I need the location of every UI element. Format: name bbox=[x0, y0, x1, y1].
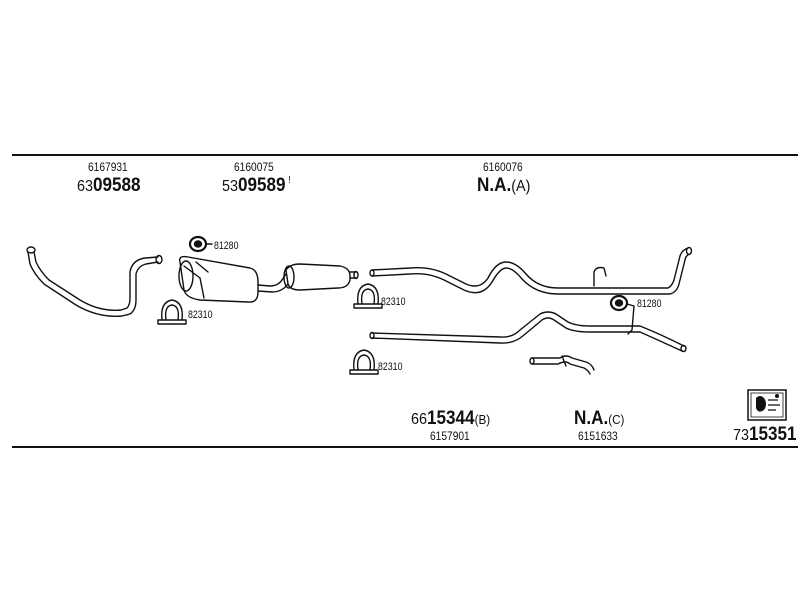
rubber-hanger-81280-b[interactable] bbox=[609, 294, 635, 335]
u-clamp-82310-b[interactable] bbox=[353, 283, 383, 309]
part5-variant: (C) bbox=[608, 412, 625, 427]
tail-pipe-upper[interactable] bbox=[369, 246, 693, 295]
part4-number[interactable]: 6615344(B) bbox=[411, 408, 490, 430]
kit-prefix: 73 bbox=[733, 427, 750, 444]
u-clamp-82310-a[interactable] bbox=[157, 299, 187, 325]
part2-prefix: 53 bbox=[222, 178, 239, 195]
kit-number[interactable]: 7315351 bbox=[733, 424, 797, 446]
rubber-hanger-81280-a[interactable] bbox=[188, 235, 213, 253]
clamp3-label: 82310 bbox=[381, 296, 406, 308]
middle-silencer[interactable] bbox=[283, 263, 359, 291]
part3-variant: (A) bbox=[511, 178, 531, 195]
exhaust-kit-icon bbox=[747, 389, 787, 421]
part5-ref: 6151633 bbox=[578, 429, 618, 443]
part1-main: 09588 bbox=[93, 175, 141, 196]
part1-prefix: 63 bbox=[77, 178, 94, 195]
part5-number[interactable]: N.A.(C) bbox=[574, 408, 624, 430]
part4-variant: (B) bbox=[474, 412, 491, 427]
part2-mark: ! bbox=[288, 175, 291, 186]
clamp1-label: 81280 bbox=[214, 240, 239, 252]
tail-pipe-lower[interactable] bbox=[369, 311, 687, 353]
connector-pipe[interactable] bbox=[529, 355, 595, 375]
front-pipe[interactable] bbox=[26, 246, 163, 317]
part2-main: 09589 bbox=[238, 175, 286, 196]
part3-number[interactable]: N.A.(A) bbox=[477, 175, 530, 197]
kit-main: 15351 bbox=[749, 424, 797, 445]
bottom-rule bbox=[12, 446, 798, 448]
part5-code: N.A. bbox=[574, 408, 609, 429]
part3-code: N.A. bbox=[477, 175, 512, 196]
clamp4-label: 81280 bbox=[637, 298, 662, 310]
u-clamp-82310-c[interactable] bbox=[349, 349, 379, 375]
front-silencer[interactable] bbox=[178, 255, 289, 303]
part4-prefix: 66 bbox=[411, 411, 428, 428]
part2-ref: 6160075 bbox=[234, 160, 274, 174]
top-rule bbox=[12, 154, 798, 156]
clamp5-label: 82310 bbox=[378, 361, 403, 373]
part4-ref: 6157901 bbox=[430, 429, 470, 443]
part1-ref: 6167931 bbox=[88, 160, 128, 174]
part3-ref: 6160076 bbox=[483, 160, 523, 174]
part1-number[interactable]: 6309588 bbox=[77, 175, 141, 197]
part4-main: 15344 bbox=[427, 408, 475, 429]
part2-number[interactable]: 5309589! bbox=[222, 175, 291, 197]
clamp2-label: 82310 bbox=[188, 309, 213, 321]
